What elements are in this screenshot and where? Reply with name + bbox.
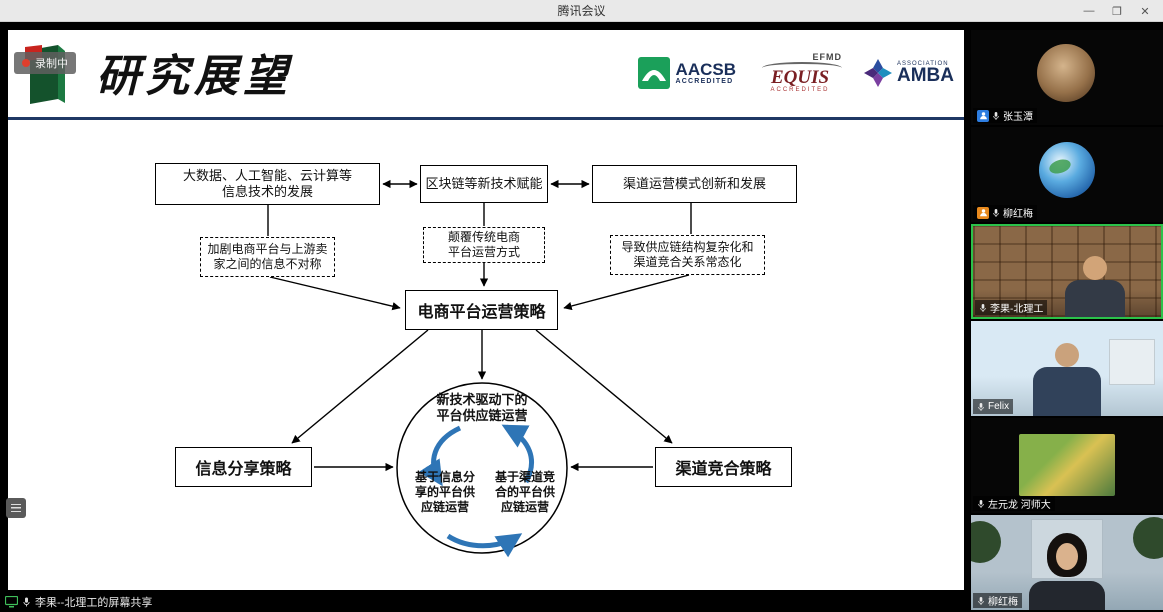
participant-video: [1065, 280, 1125, 317]
participant-avatar: [1019, 434, 1115, 496]
aacsb-icon: [637, 56, 670, 89]
participant-tile-felix[interactable]: Felix: [971, 321, 1163, 416]
member-badge-icon: [977, 109, 989, 122]
participant-video: [1133, 517, 1163, 559]
share-status-label: 李果--北理工的屏幕共享: [35, 597, 153, 609]
minimize-button[interactable]: —: [1083, 5, 1095, 17]
participant-avatar: [1039, 142, 1095, 198]
mic-icon: [978, 402, 984, 411]
participant-video: [1033, 367, 1101, 416]
participant-video: [971, 521, 1001, 563]
recording-badge[interactable]: 录制中: [14, 52, 76, 74]
participant-tile-zuoyuanlong[interactable]: 左元龙 河师大: [971, 418, 1163, 513]
equis-logo: EFMD EQUIS ACCREDITED: [758, 52, 842, 93]
member-badge-icon: [977, 206, 989, 219]
diagram-dashed-supplychain-complexity: 导致供应链结构复杂化和 渠道竞合关系常态化: [610, 235, 765, 275]
diagram-box-info-tech: 大数据、人工智能、云计算等 信息技术的发展: [155, 163, 380, 205]
participants-sidebar: 张玉潭 柳红梅: [971, 22, 1163, 612]
diagram-box-channel-innovation: 渠道运营模式创新和发展: [592, 165, 797, 203]
header-divider: [8, 117, 964, 120]
diagram-connectors: [267, 179, 692, 558]
diagram-dashed-disrupt-operations: 颠覆传统电商 平台运营方式: [423, 227, 545, 263]
amba-icon: [864, 58, 892, 87]
close-button[interactable]: ✕: [1140, 5, 1150, 18]
diagram-box-platform-strategy: 电商平台运营策略: [405, 290, 558, 330]
window-controls: — ❐ ✕: [1075, 0, 1159, 22]
participant-name: 左元龙 河师大: [988, 500, 1051, 511]
recording-dot-icon: [22, 59, 30, 67]
participant-avatar: [1037, 44, 1095, 102]
efmd-label: EFMD: [812, 52, 842, 62]
aacsb-name: AACSB: [675, 59, 736, 79]
meeting-main-area: 研究展望 AACSB ACCREDITED: [0, 22, 1163, 612]
participant-tile-zhangyutan[interactable]: 张玉潭: [971, 30, 1163, 125]
mic-icon: [980, 303, 986, 312]
equis-swoosh-icon: [762, 62, 842, 68]
menu-lines-icon: [11, 504, 21, 512]
participant-name: 张玉潭: [1003, 112, 1033, 123]
participant-label: 李果-北理工: [975, 300, 1048, 315]
diagram-box-blockchain: 区块链等新技术赋能: [420, 165, 548, 203]
recording-label: 录制中: [35, 58, 68, 70]
screen-share-area: 研究展望 AACSB ACCREDITED: [0, 22, 971, 612]
maximize-button[interactable]: ❐: [1112, 5, 1122, 18]
amba-name: AMBA: [897, 64, 954, 86]
participant-video: [1056, 543, 1078, 570]
participant-tile-liguo-active-speaker[interactable]: 李果-北理工: [971, 224, 1163, 319]
slide-title: 研究展望: [96, 51, 292, 102]
cycle-text-new-tech: 新技术驱动下的 平台供应链运营: [436, 392, 528, 423]
participant-name: Felix: [988, 401, 1010, 412]
presentation-slide: 研究展望 AACSB ACCREDITED: [8, 30, 964, 590]
amba-logo: ASSOCIATION AMBA: [864, 58, 954, 87]
mic-icon: [993, 111, 999, 120]
mic-icon: [978, 499, 984, 508]
diagram-dashed-info-asymmetry: 加剧电商平台与上游卖 家之间的信息不对称: [200, 237, 335, 277]
aacsb-sub: ACCREDITED: [675, 77, 734, 85]
diagram-box-coopetition-strategy: 渠道竞合策略: [655, 447, 792, 487]
cycle-text-coopetition: 基于渠道竞 合的平台供 应链运营: [494, 470, 555, 514]
participant-video: [1029, 581, 1105, 610]
participant-video: [1083, 256, 1107, 280]
mic-icon: [993, 208, 999, 217]
participant-name: 柳红梅: [1003, 209, 1033, 220]
participant-name: 李果-北理工: [990, 304, 1044, 315]
participant-video: [1109, 339, 1155, 385]
sidebar-toggle-button[interactable]: [6, 498, 26, 518]
amba-sub: ASSOCIATION: [897, 60, 949, 67]
screen-share-icon: [5, 596, 18, 608]
participant-label: Felix: [973, 399, 1014, 414]
participant-video: [1055, 343, 1079, 367]
participant-label: 张玉潭: [973, 108, 1037, 123]
accreditation-logos: AACSB ACCREDITED EFMD EQUIS ACCREDITED: [637, 52, 954, 93]
participant-label: 柳红梅: [973, 593, 1022, 608]
aacsb-logo: AACSB ACCREDITED: [637, 56, 736, 89]
window-title: 腾讯会议: [557, 4, 606, 18]
slide-header: 研究展望 AACSB ACCREDITED: [8, 30, 964, 120]
participant-label: 左元龙 河师大: [973, 496, 1055, 511]
share-status-bar: 李果--北理工的屏幕共享: [0, 592, 971, 612]
participant-name: 柳红梅: [988, 597, 1018, 608]
equis-sub: ACCREDITED: [770, 87, 830, 93]
participant-tile-liuhongmei-1[interactable]: 柳红梅: [971, 127, 1163, 222]
mic-icon: [978, 596, 984, 605]
window-titlebar: 腾讯会议 — ❐ ✕: [0, 0, 1163, 22]
equis-name: EQUIS: [770, 67, 830, 88]
mic-icon: [23, 597, 30, 607]
participant-tile-liuhongmei-2[interactable]: 柳红梅: [971, 515, 1163, 610]
participant-label: 柳红梅: [973, 205, 1037, 220]
cycle-text-info-sharing: 基于信息分 享的平台供 应链运营: [414, 470, 475, 514]
diagram-box-info-sharing-strategy: 信息分享策略: [175, 447, 312, 487]
